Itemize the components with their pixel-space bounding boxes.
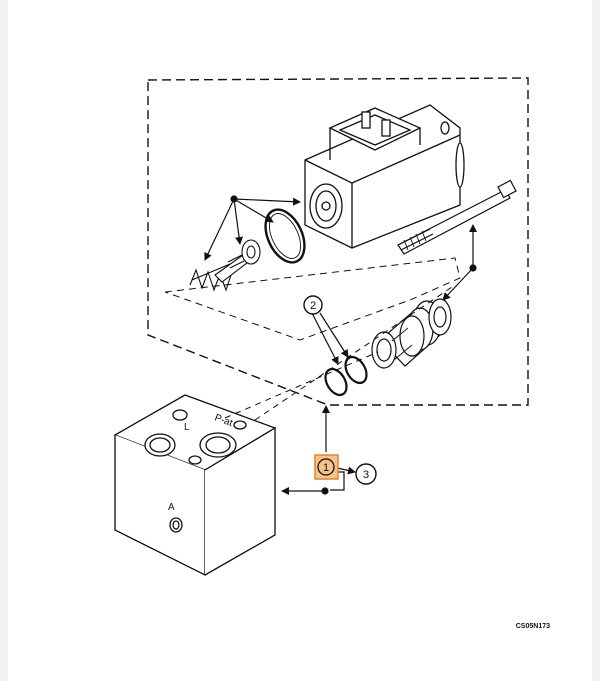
left-margin-strip [0,0,8,681]
large-o-ring [264,208,306,264]
port-label-a: A [168,502,175,513]
solenoid-coil [304,104,465,249]
exploded-view-boundary [147,77,529,406]
small-o-rings [324,355,368,397]
port-label-l: L [184,422,190,433]
callout-item-1[interactable]: 1 [314,454,339,480]
leader-lines [204,195,477,495]
valve-cartridge [371,298,452,369]
callout-1-label: 1 [323,462,329,474]
alignment-lines [224,284,456,421]
callout-3-label: 3 [363,469,369,481]
callout-item-3: 3 [355,463,377,485]
figure-code: CS05N173 [516,623,550,630]
callout-item-2: 2 [303,295,323,315]
spring-and-plunger [189,239,261,292]
parts-plane-outline [164,257,461,341]
valve-block [113,394,277,577]
tie-rod [397,179,517,255]
right-margin-strip [592,0,600,681]
callout-2-label: 2 [310,300,316,312]
